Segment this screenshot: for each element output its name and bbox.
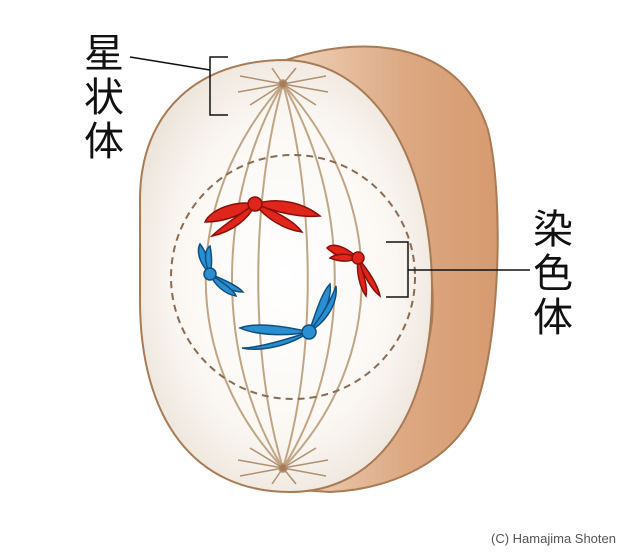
chromosome-leader — [386, 241, 530, 298]
chromosome-red-top — [203, 196, 322, 238]
chromosome-blue-bottom — [238, 282, 337, 350]
aster-top — [237, 67, 329, 106]
aster-leader — [129, 56, 228, 116]
cell-face — [139, 58, 434, 494]
chromosome-label-char-1: 染 — [533, 207, 573, 253]
aster-bottom — [237, 447, 329, 485]
aster-label-char-1: 星 — [84, 31, 124, 77]
chromosome-blue-left — [197, 242, 245, 297]
nuclear-region-dashed — [170, 154, 416, 400]
chromosome-label-char-2: 色 — [533, 251, 573, 297]
aster-label-char-3: 体 — [84, 119, 124, 165]
aster-label-char-2: 状 — [84, 75, 124, 121]
chromosome-red-right — [325, 244, 382, 298]
copyright-notice: (C) Hamajima Shoten — [491, 531, 616, 546]
chromosome-label: 染 色 体 — [529, 208, 577, 340]
aster-label: 星 状 体 — [80, 32, 128, 164]
chromosome-label-char-3: 体 — [533, 295, 573, 341]
